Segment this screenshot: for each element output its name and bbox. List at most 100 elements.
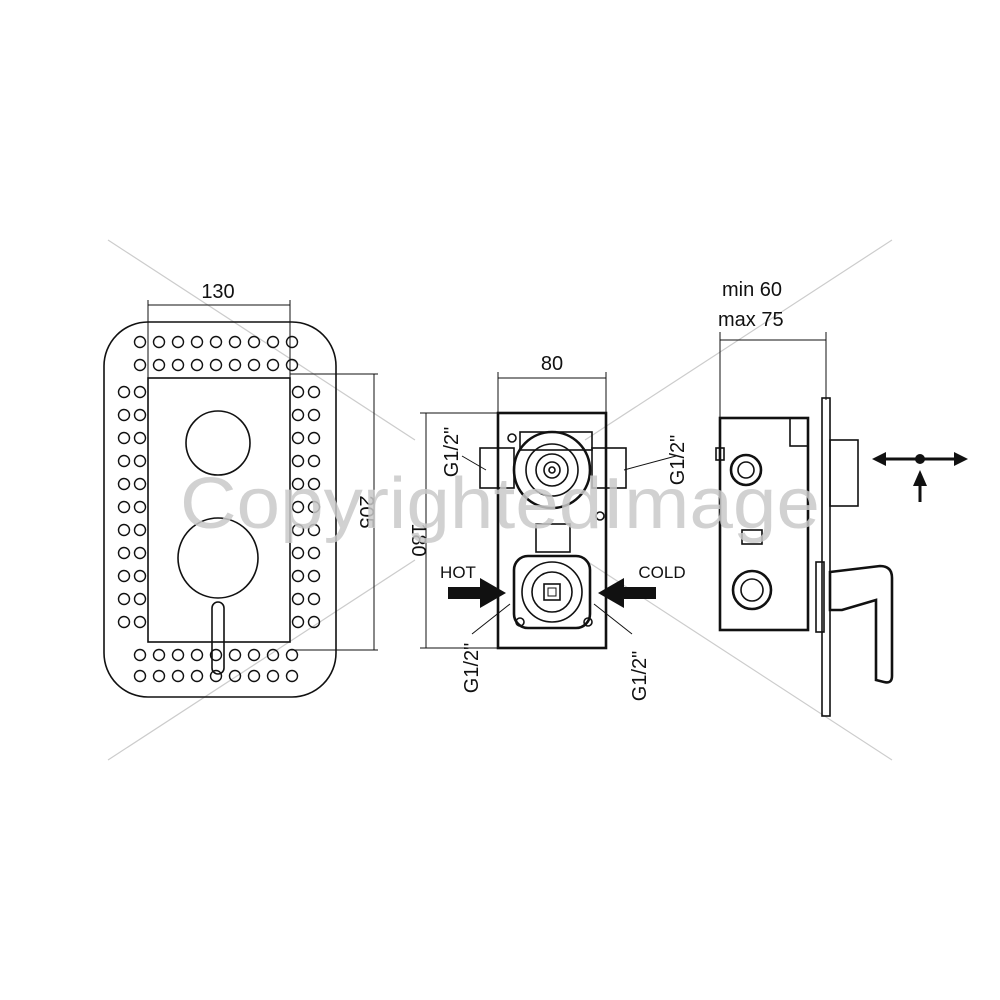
fixing-hole <box>266 648 280 662</box>
fixing-hole <box>133 615 147 629</box>
fixing-hole <box>307 454 321 468</box>
lever-handle <box>211 601 225 675</box>
cover-plate-outline <box>103 321 337 698</box>
fixing-hole <box>291 592 305 606</box>
hot-inlet-arrow <box>448 578 506 608</box>
fixing-hole <box>133 408 147 422</box>
fixing-hole <box>133 385 147 399</box>
fixing-hole <box>307 546 321 560</box>
outlet-boss-top <box>789 417 809 447</box>
fixing-hole <box>209 648 223 662</box>
thread-bottom-right: G1/2" <box>629 651 651 701</box>
upper-cartridge <box>512 430 592 510</box>
fixing-hole <box>190 648 204 662</box>
fixing-hole <box>117 385 131 399</box>
box-width-dimension: 80 <box>497 353 607 413</box>
fixing-hole <box>152 669 166 683</box>
depth-max-label: max 75 <box>718 309 784 331</box>
fixing-hole <box>133 523 147 537</box>
fixing-hole <box>209 358 223 372</box>
fixing-hole <box>307 500 321 514</box>
fixing-hole <box>291 454 305 468</box>
cold-inlet-arrow <box>598 578 656 608</box>
fixing-hole <box>291 569 305 583</box>
watermark-text: CopyrightedImage <box>180 464 820 544</box>
lower-cartridge <box>521 561 583 623</box>
fixing-hole <box>291 500 305 514</box>
lever-side-profile <box>828 564 894 684</box>
lower-cartridge-body <box>512 554 592 630</box>
thread-top-right: G1/2" <box>667 435 689 485</box>
fixing-hole <box>307 523 321 537</box>
fixing-hole <box>285 669 299 683</box>
fixing-hole <box>117 431 131 445</box>
fixing-hole <box>117 477 131 491</box>
fixing-hole <box>307 477 321 491</box>
fixing-hole <box>307 569 321 583</box>
side-port-upper <box>729 453 763 487</box>
depth-min-label: min 60 <box>722 279 782 301</box>
box-height-dimension: 180 <box>407 412 498 649</box>
cold-inlet-label: COLD <box>638 563 685 582</box>
fixing-hole <box>247 648 261 662</box>
fixing-hole <box>266 669 280 683</box>
box-view: 80 180 G1/2" G1/2" G1/2" G1/2" HOT <box>407 353 689 701</box>
fixing-hole <box>117 569 131 583</box>
fixing-hole <box>133 335 147 349</box>
fixing-hole <box>291 385 305 399</box>
front-height-value: 205 <box>355 495 377 528</box>
fixing-hole <box>190 358 204 372</box>
front-view: 130 205 <box>103 281 378 698</box>
hot-inlet-label: HOT <box>440 563 476 582</box>
fixing-hole <box>291 431 305 445</box>
cover-plate-side <box>821 397 831 717</box>
lower-control-knob <box>177 517 259 599</box>
fixing-hole <box>133 546 147 560</box>
right-outlet-stub <box>591 447 627 489</box>
valve-neck <box>535 523 571 553</box>
fixing-hole <box>133 592 147 606</box>
side-view: min 60 max 75 <box>715 279 968 717</box>
fixing-hole <box>209 335 223 349</box>
fixing-hole <box>291 523 305 537</box>
fixing-hole <box>117 615 131 629</box>
fixing-hole <box>171 335 185 349</box>
fixing-hole <box>228 648 242 662</box>
fixing-hole <box>117 523 131 537</box>
fixing-hole <box>291 546 305 560</box>
fixing-hole <box>117 500 131 514</box>
box-width-value: 80 <box>541 353 563 375</box>
fixing-hole <box>228 335 242 349</box>
faceplate <box>147 377 291 643</box>
fixing-hole <box>133 669 147 683</box>
fixing-hole <box>171 648 185 662</box>
fixing-hole <box>307 615 321 629</box>
fixing-hole <box>291 408 305 422</box>
fixing-hole <box>307 385 321 399</box>
fixing-hole <box>133 477 147 491</box>
fixing-hole <box>117 592 131 606</box>
fixing-hole <box>152 335 166 349</box>
valve-body-side <box>718 416 810 632</box>
fixing-hole <box>247 669 261 683</box>
fixing-hole <box>209 669 223 683</box>
fixing-hole <box>291 615 305 629</box>
thread-top-left: G1/2" <box>441 427 463 477</box>
fixing-hole-pattern <box>117 335 321 683</box>
fixing-hole <box>117 454 131 468</box>
fixing-hole <box>117 546 131 560</box>
box-height-value: 180 <box>407 523 429 556</box>
fixing-hole <box>285 648 299 662</box>
fixing-hole <box>171 669 185 683</box>
fixing-hole <box>133 431 147 445</box>
fixing-hole <box>133 358 147 372</box>
mounting-box <box>496 411 608 650</box>
fixing-hole <box>285 335 299 349</box>
fixing-hole <box>190 335 204 349</box>
flow-direction-icon <box>872 452 968 502</box>
fixing-hole <box>133 454 147 468</box>
fixing-hole <box>247 335 261 349</box>
fixing-hole <box>171 358 185 372</box>
height-dimension: 205 <box>290 373 378 651</box>
fixing-hole <box>291 477 305 491</box>
